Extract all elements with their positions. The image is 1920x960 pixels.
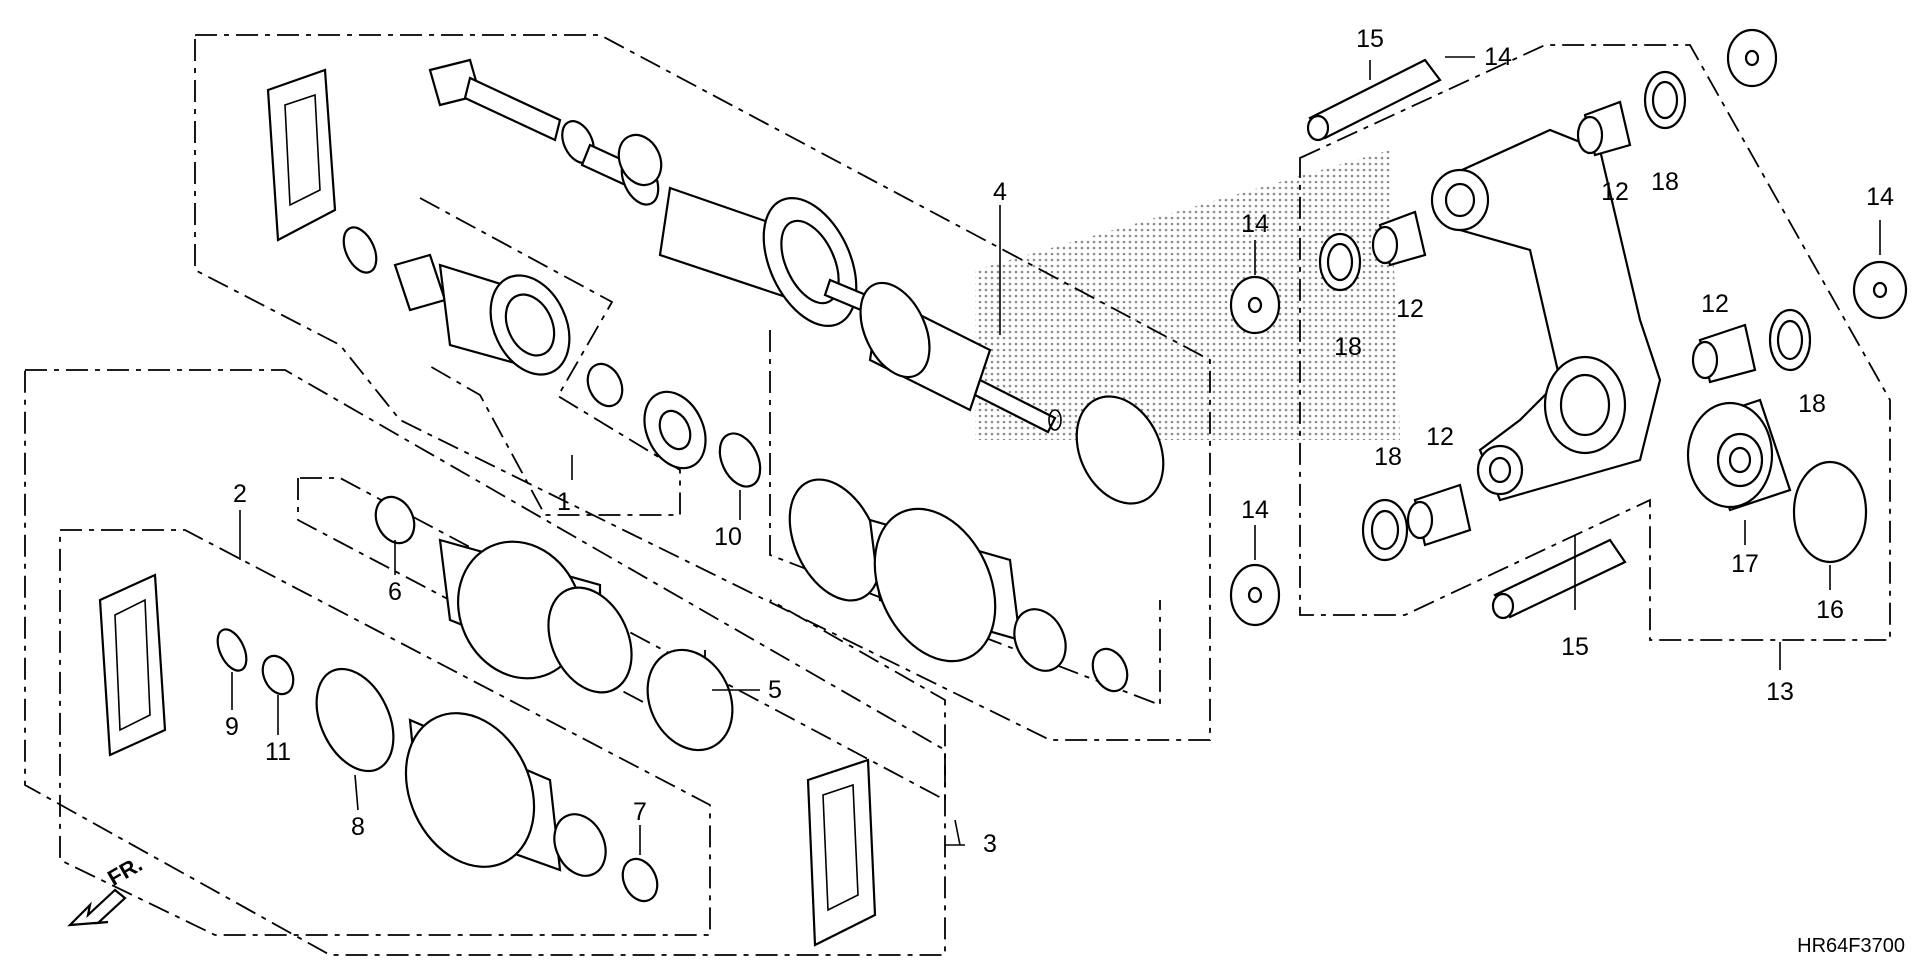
swing-arm: [1430, 128, 1662, 502]
label-part-12-low: 12: [1426, 423, 1454, 451]
collar-12-top: [1576, 100, 1632, 157]
label-part-4: 4: [993, 178, 1007, 206]
label-part-1: 1: [557, 488, 571, 516]
label-part-10: 10: [714, 523, 742, 551]
label-part-2: 2: [233, 480, 247, 508]
label-part-14-mid: 14: [1241, 210, 1269, 238]
bearing-cage: [643, 390, 707, 470]
part-labels: 1 2 3 4 5 6 7 8 9 10 11 12 12 12 12 13 1…: [225, 25, 1894, 858]
seal-18-top: [1643, 70, 1687, 130]
label-part-12-right: 12: [1701, 290, 1729, 318]
grease-pack-lower: [806, 758, 877, 947]
label-part-6: 6: [388, 578, 402, 606]
lower-boot-group: [98, 573, 659, 903]
label-part-12-top: 12: [1601, 178, 1629, 206]
boot-6: [374, 495, 633, 694]
boot-group-box: [300, 477, 946, 802]
boot-right: [788, 478, 1129, 693]
label-part-3: 3: [983, 830, 997, 858]
seal-18-left: [1318, 232, 1362, 292]
joint-group-box: [419, 197, 681, 516]
grease-pack-upper: [266, 68, 337, 242]
watermark-logo: [975, 150, 1400, 440]
label-part-5: 5: [768, 676, 782, 704]
label-part-14-low: 14: [1241, 496, 1269, 524]
bushing-14-low: [1229, 563, 1281, 627]
circlip-16: [1792, 460, 1868, 564]
collar-12-low: [1406, 483, 1472, 547]
diagram-code: HR64F3700: [1797, 935, 1905, 957]
label-part-12-left: 12: [1396, 295, 1424, 323]
group-outlines: [24, 34, 1891, 956]
seal-18-right: [1768, 308, 1812, 372]
pin-15-bottom: [1491, 538, 1627, 620]
label-part-7: 7: [633, 798, 647, 826]
bushing-14-mid: [1229, 275, 1281, 335]
collar-12-right: [1691, 323, 1757, 384]
label-part-18-left: 18: [1334, 333, 1362, 361]
group-outline-13: [1299, 44, 1891, 641]
label-part-18-right: 18: [1798, 390, 1826, 418]
front-direction-arrow: FR.: [67, 851, 147, 927]
snap-ring-10: [718, 432, 762, 488]
label-part-11: 11: [265, 738, 291, 766]
label-part-16: 16: [1816, 596, 1844, 624]
label-part-9: 9: [225, 713, 239, 741]
label-part-8: 8: [351, 813, 365, 841]
label-part-13: 13: [1766, 678, 1794, 706]
inner-joint-1: [393, 253, 571, 376]
label-part-18-low: 18: [1374, 443, 1402, 471]
leader-lines: [231, 56, 1881, 855]
label-part-15-top: 15: [1356, 25, 1384, 53]
bushing-14-right: [1852, 260, 1908, 320]
label-part-15-bottom: 15: [1561, 633, 1589, 661]
box-right-boot: [769, 330, 1161, 707]
label-part-18-top: 18: [1651, 168, 1679, 196]
label-part-14-right: 14: [1866, 183, 1894, 211]
label-part-17: 17: [1731, 550, 1759, 578]
seal-18-low: [1361, 498, 1409, 562]
label-part-14-top: 14: [1484, 43, 1512, 71]
front-direction-label: FR.: [103, 851, 146, 890]
snap-ring-upper: [342, 226, 378, 274]
bearing-17: [1686, 398, 1792, 512]
group-outline-2: [59, 529, 711, 936]
band-clamp-upper: [1075, 395, 1165, 505]
group-outline-3: [24, 369, 946, 956]
pin-15-top: [1306, 58, 1442, 142]
collar-12-left: [1371, 210, 1427, 267]
clip-upper: [617, 133, 663, 187]
clip-joint: [586, 362, 624, 408]
group-outline-4: [194, 34, 1211, 741]
bushing-14-top: [1726, 28, 1778, 88]
band-clamp-5: [646, 648, 734, 752]
driveshaft-assembly-4: [428, 58, 1062, 434]
